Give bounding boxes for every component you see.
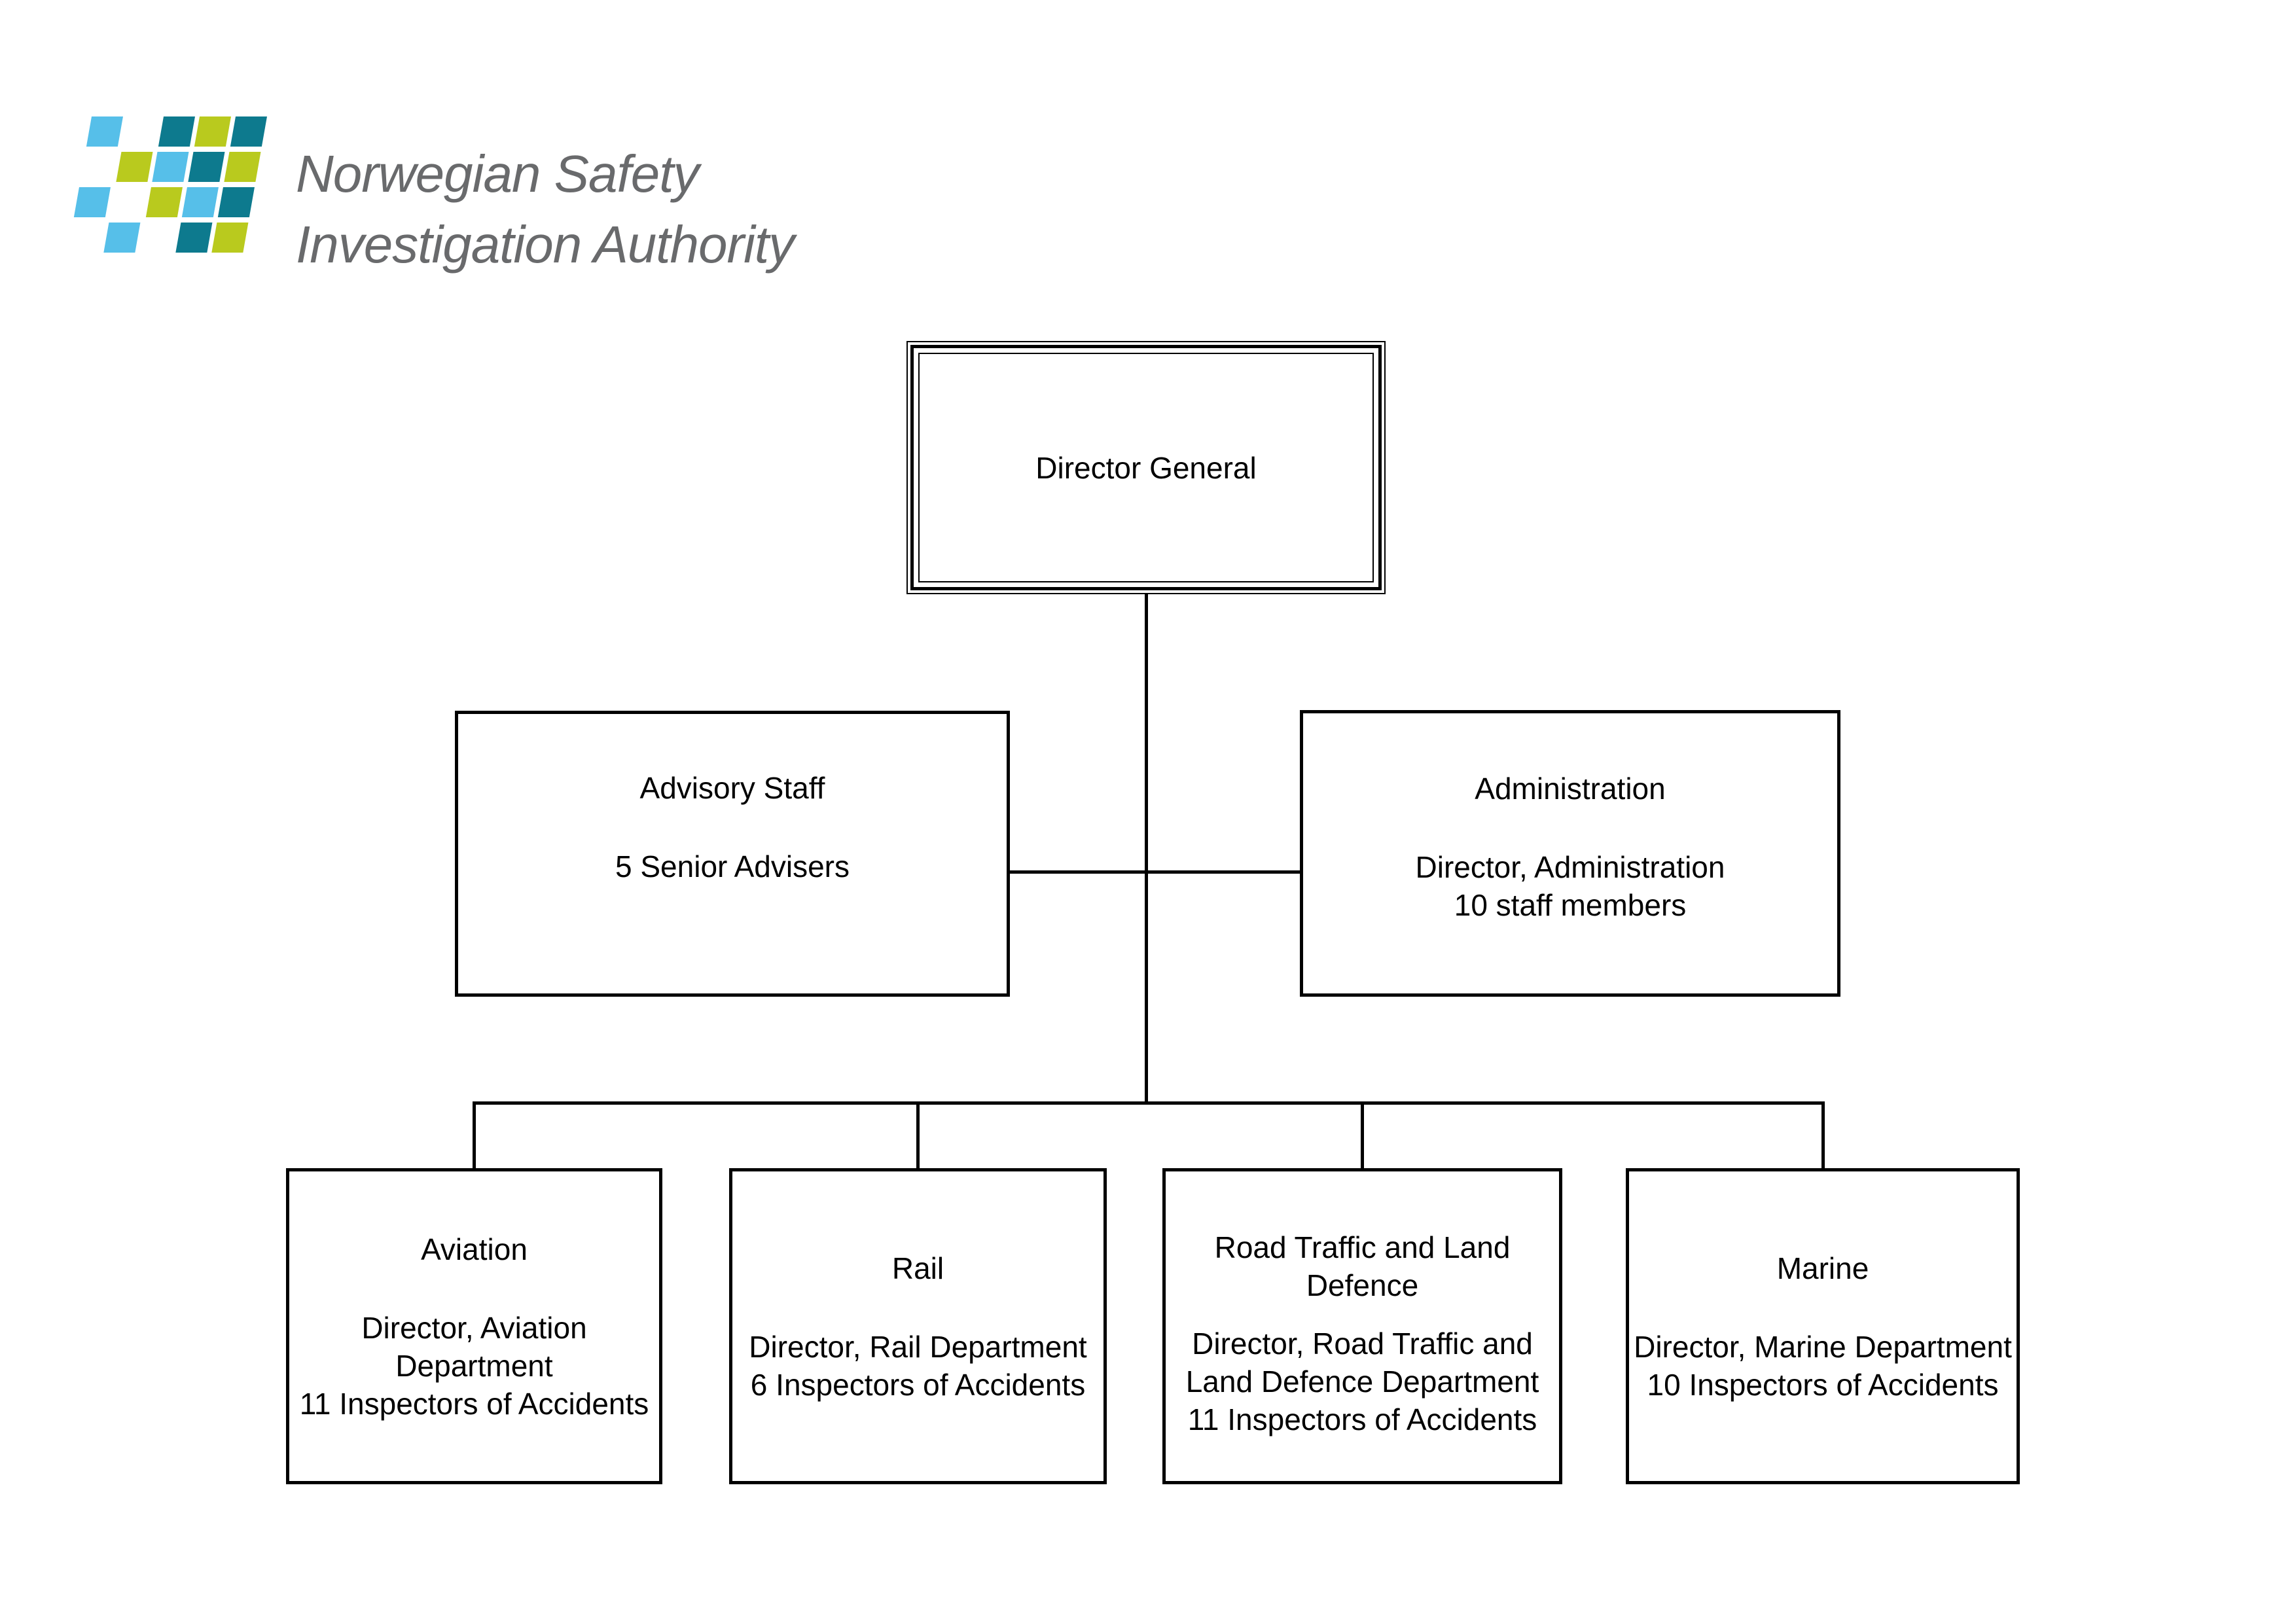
org-box-detail: 11 Inspectors of Accidents [299, 1386, 649, 1421]
org-box-detail: 10 staff members [1454, 888, 1687, 922]
connector-stub-road-traffic [1361, 1101, 1364, 1168]
connector-stub-marine [1821, 1101, 1825, 1168]
org-box-detail: Director, Marine Department [1634, 1329, 2012, 1364]
logo-tile-teal [175, 223, 213, 253]
connector-advisory-administration [1010, 870, 1300, 874]
org-box-detail: Director, Aviation Department [361, 1310, 587, 1383]
logo-tile-teal [188, 152, 225, 182]
logo-tile-light_blue [86, 116, 123, 147]
org-box-detail: Director, Administration [1415, 850, 1725, 884]
connector-departments-horizontal [473, 1101, 1825, 1105]
logo-tile-green [211, 223, 249, 253]
logo-tile-light_blue [152, 152, 189, 182]
logo-tile-green [194, 116, 231, 147]
logo-tile-teal [217, 187, 255, 217]
connector-director-vertical [1145, 592, 1148, 1105]
org-box-title: Administration [1475, 772, 1666, 806]
connector-stub-aviation [473, 1101, 476, 1168]
logo-text-line1: Norwegian Safety [296, 145, 699, 203]
org-box-detail: 6 Inspectors of Accidents [750, 1367, 1086, 1402]
logo-tile-green [116, 152, 153, 182]
org-box-title: Road Traffic and Land Defence [1214, 1230, 1511, 1302]
org-box-detail: Director, Road Traffic and Land Defence … [1185, 1327, 1539, 1399]
org-box-marine: Marine Director, Marine Department 10 In… [1626, 1168, 2020, 1484]
org-box-detail: 11 Inspectors of Accidents [1187, 1402, 1537, 1436]
org-box-rail: Rail Director, Rail Department 6 Inspect… [729, 1168, 1107, 1484]
logo-tile-green [145, 187, 183, 217]
org-box-detail: 5 Senior Advisers [615, 849, 850, 883]
org-box-title: Rail [891, 1251, 944, 1285]
org-box-title: Director General [1035, 450, 1257, 485]
logo-tile-teal [158, 116, 195, 147]
logo-mosaic-icon [67, 116, 267, 253]
logo-text-line2: Investigation Authority [296, 215, 795, 274]
org-box-advisory-staff: Advisory Staff 5 Senior Advisers [455, 711, 1010, 997]
logo-tile-teal [230, 116, 267, 147]
org-box-administration: Administration Director, Administration … [1300, 710, 1840, 997]
org-box-director-general: Director General [906, 341, 1386, 594]
org-box-title: Advisory Staff [639, 770, 825, 805]
org-box-road-traffic-and-land-defence: Road Traffic and Land Defence Director, … [1162, 1168, 1562, 1484]
org-box-aviation: Aviation Director, Aviation Department 1… [286, 1168, 662, 1484]
org-box-detail: 10 Inspectors of Accidents [1647, 1367, 1999, 1402]
logo-tile-light_blue [73, 187, 111, 217]
org-box-detail: Director, Rail Department [749, 1329, 1087, 1364]
director-general-frame: Director General [910, 345, 1382, 590]
org-box-title: Marine [1776, 1251, 1869, 1285]
org-box-title: Aviation [421, 1232, 528, 1266]
logo-tile-light_blue [181, 187, 219, 217]
logo-tile-green [224, 152, 261, 182]
connector-stub-rail [916, 1101, 920, 1168]
logo-text: Norwegian Safety Investigation Authority [296, 139, 795, 280]
logo-tile-light_blue [103, 223, 141, 253]
director-general-inner-frame: Director General [918, 353, 1374, 582]
